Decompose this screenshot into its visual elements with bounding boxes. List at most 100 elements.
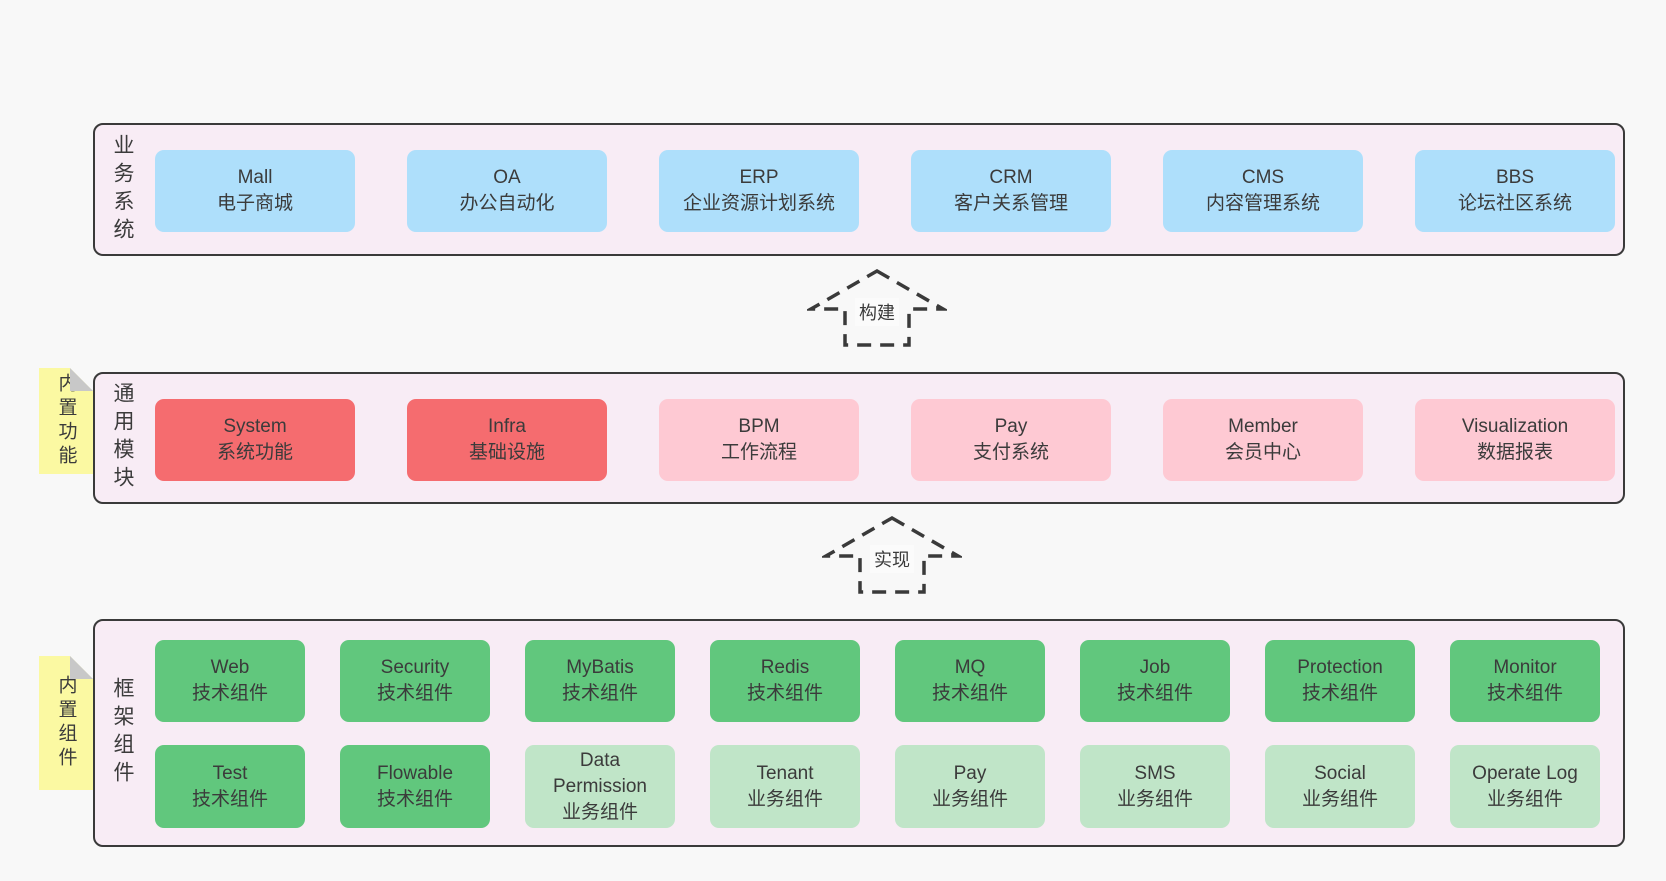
box-infra: Infra 基础设施 <box>407 399 607 481</box>
box-title: Visualization <box>1461 416 1569 437</box>
box-subtitle: 技术组件 <box>191 788 268 810</box>
box-subtitle: 技术组件 <box>746 683 823 704</box>
box-subtitle: 系统功能 <box>216 442 293 463</box>
box-subtitle: 技术组件 <box>191 683 268 704</box>
layer-framework-components: 框架组件 Web 技术组件 Security 技术组件 MyBatis 技术组件… <box>93 619 1625 847</box>
box-operate-log: Operate Log 业务组件 <box>1450 745 1600 828</box>
box-member: Member 会员中心 <box>1163 399 1363 481</box>
box-subtitle: 技术组件 <box>1486 683 1563 704</box>
box-erp: ERP 企业资源计划系统 <box>659 150 859 232</box>
box-subtitle: 技术组件 <box>561 683 638 704</box>
box-title: ERP <box>739 167 779 188</box>
build-arrow: 构建 <box>807 268 947 348</box>
box-subtitle: 会员中心 <box>1224 442 1301 463</box>
box-sms: SMS 业务组件 <box>1080 745 1230 828</box>
layer-label-business-systems: 业务系统 <box>111 133 134 246</box>
box-title: Mall <box>237 167 273 188</box>
layer-label-framework-components: 框架组件 <box>111 677 134 789</box>
layer-common-modules: 通用模块 System 系统功能 Infra 基础设施 BPM 工作流程 Pay… <box>93 372 1625 504</box>
box-visualization: Visualization 数据报表 <box>1415 399 1615 481</box>
box-title: CMS <box>1241 167 1285 188</box>
box-subtitle: 业务组件 <box>1301 788 1378 810</box>
box-mq: MQ 技术组件 <box>895 640 1045 722</box>
box-title: Pay <box>953 762 987 784</box>
layer-business-systems: 业务系统 Mall 电子商城 OA 办公自动化 ERP 企业资源计划系统 CRM… <box>93 123 1625 256</box>
box-security: Security 技术组件 <box>340 640 490 722</box>
sticky-note-text: 内置功能 <box>55 373 77 469</box>
box-redis: Redis 技术组件 <box>710 640 860 722</box>
box-title: Test <box>212 762 248 784</box>
box-crm: CRM 客户关系管理 <box>911 150 1111 232</box>
box-title: Monitor <box>1493 657 1557 678</box>
box-title: BBS <box>1495 167 1535 188</box>
box-subtitle: 客户关系管理 <box>953 193 1068 214</box>
box-title: BPM <box>738 416 780 437</box>
box-pay-system: Pay 支付系统 <box>911 399 1111 481</box>
box-title: Tenant <box>756 762 814 784</box>
box-subtitle: 论坛社区系统 <box>1457 193 1572 214</box>
box-subtitle: 技术组件 <box>1301 683 1378 704</box>
box-subtitle: 技术组件 <box>376 788 453 810</box>
up-arrow-icon <box>807 268 947 347</box>
box-title: MQ <box>954 657 986 678</box>
sticky-note-text: 内置组件 <box>55 675 77 771</box>
box-title: Member <box>1228 416 1298 437</box>
box-mall: Mall 电子商城 <box>155 150 355 232</box>
box-title: Security <box>380 657 450 678</box>
box-title: SMS <box>1134 762 1176 784</box>
box-title: Protection <box>1297 657 1383 678</box>
box-flowable: Flowable 技术组件 <box>340 745 490 828</box>
box-subtitle: 业务组件 <box>561 801 638 823</box>
box-title: Web <box>210 657 250 678</box>
box-subtitle: 电子商城 <box>216 193 293 214</box>
layer-label-common-modules: 通用模块 <box>111 382 134 494</box>
box-title: Flowable <box>376 762 454 784</box>
box-title: Operate Log <box>1472 762 1578 784</box>
box-subtitle: 业务组件 <box>1486 788 1563 810</box>
folded-corner-icon <box>70 368 93 391</box>
box-title: Job <box>1139 657 1171 678</box>
box-bbs: BBS 论坛社区系统 <box>1415 150 1615 232</box>
box-oa: OA 办公自动化 <box>407 150 607 232</box>
box-title: Pay <box>994 416 1028 437</box>
box-title: MyBatis <box>566 657 634 678</box>
box-data-permission: Data Permission 业务组件 <box>525 745 675 828</box>
box-pay-component: Pay 业务组件 <box>895 745 1045 828</box>
box-title: Infra <box>487 416 527 437</box>
box-system: System 系统功能 <box>155 399 355 481</box>
box-title: CRM <box>989 167 1033 188</box>
box-title: Data Permission <box>553 749 647 797</box>
box-subtitle: 业务组件 <box>1116 788 1193 810</box>
box-tenant: Tenant 业务组件 <box>710 745 860 828</box>
box-monitor: Monitor 技术组件 <box>1450 640 1600 722</box>
box-subtitle: 办公自动化 <box>459 193 555 214</box>
box-subtitle: 企业资源计划系统 <box>682 193 835 214</box>
folded-corner-icon <box>70 656 93 679</box>
box-subtitle: 基础设施 <box>468 442 545 463</box>
box-title: Redis <box>760 657 810 678</box>
box-mybatis: MyBatis 技术组件 <box>525 640 675 722</box>
box-subtitle: 支付系统 <box>972 442 1049 463</box>
box-title: System <box>223 416 287 437</box>
box-subtitle: 技术组件 <box>1116 683 1193 704</box>
box-title: OA <box>493 167 521 188</box>
box-web: Web 技术组件 <box>155 640 305 722</box>
box-social: Social 业务组件 <box>1265 745 1415 828</box>
box-subtitle: 业务组件 <box>931 788 1008 810</box>
box-title: Social <box>1314 762 1366 784</box>
box-subtitle: 工作流程 <box>720 442 797 463</box>
box-subtitle: 技术组件 <box>376 683 453 704</box>
box-subtitle: 技术组件 <box>931 683 1008 704</box>
box-test: Test 技术组件 <box>155 745 305 828</box>
implement-arrow: 实现 <box>822 515 962 595</box>
box-subtitle: 内容管理系统 <box>1205 193 1320 214</box>
box-protection: Protection 技术组件 <box>1265 640 1415 722</box>
box-subtitle: 数据报表 <box>1476 442 1553 463</box>
sticky-note-builtin-components: 内置组件 <box>39 656 93 790</box>
box-subtitle: 业务组件 <box>746 788 823 810</box>
up-arrow-icon <box>822 515 962 594</box>
box-job: Job 技术组件 <box>1080 640 1230 722</box>
arrow-label: 实现 <box>870 545 914 573</box>
box-cms: CMS 内容管理系统 <box>1163 150 1363 232</box>
